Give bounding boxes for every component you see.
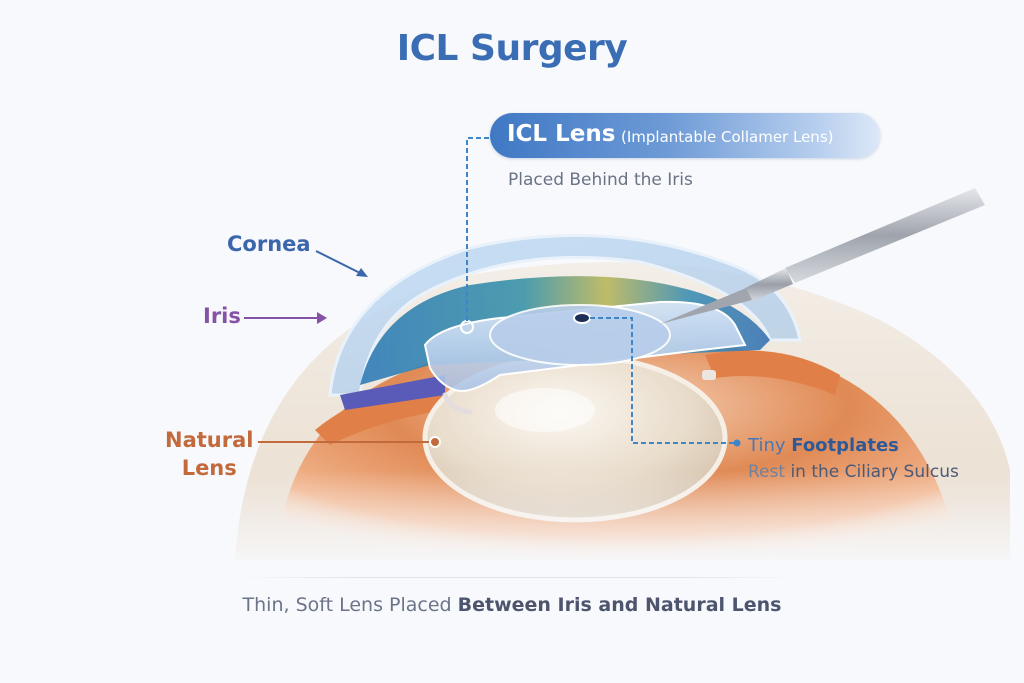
ciliary-body-right — [705, 350, 840, 395]
caption: Thin, Soft Lens Placed Between Iris and … — [0, 594, 1024, 616]
cornea-arrow — [315, 250, 363, 275]
footplates-note: Rest in the Ciliary Sulcus — [748, 462, 959, 482]
iris-arrowhead — [317, 312, 327, 324]
caption-light: Thin, Soft Lens Placed — [242, 594, 452, 616]
page-title: ICL Surgery — [396, 28, 628, 69]
natural-lens-leader-dot — [429, 436, 441, 448]
footplates-note-dark: in the Ciliary Sulcus — [790, 462, 959, 482]
surgical-instrument — [660, 188, 985, 324]
icl-lens-expansion: (Implantable Collamer Lens) — [621, 128, 834, 146]
divider — [240, 577, 795, 578]
footplate-right — [702, 370, 716, 380]
footplate-left — [442, 392, 473, 415]
footplates-note-light: Rest — [748, 462, 786, 482]
icl-lens-label: ICL Lens — [507, 121, 616, 147]
caption-bold: Between Iris and Natural Lens — [457, 594, 782, 616]
footplates-label-bold: Footplates — [791, 435, 899, 456]
iris-label: Iris — [203, 304, 241, 328]
footplates-label: Tiny Footplates — [748, 435, 899, 456]
icl-optic — [489, 304, 671, 366]
footplate-leader-line — [590, 317, 735, 444]
natural-lens-label-line1: Natural — [165, 428, 254, 452]
icl-lens-callout — [490, 113, 880, 158]
icl-central-port — [573, 312, 591, 324]
natural-lens-highlight — [495, 388, 595, 432]
cornea-arrowhead — [356, 268, 368, 277]
cornea-label: Cornea — [227, 232, 311, 256]
icl-lens-note: Placed Behind the Iris — [508, 170, 693, 190]
footplate-leader-dot — [733, 439, 741, 447]
footplates-label-light: Tiny — [748, 435, 786, 456]
natural-lens-label-line2: Lens — [181, 456, 237, 480]
ciliary-body-left — [315, 385, 445, 445]
cornea-shape — [328, 233, 802, 397]
icl-leader-line — [466, 137, 490, 321]
iris-edge — [340, 375, 445, 410]
bottom-fade — [200, 470, 1020, 570]
natural-lens-label: Natural Lens — [165, 426, 253, 482]
